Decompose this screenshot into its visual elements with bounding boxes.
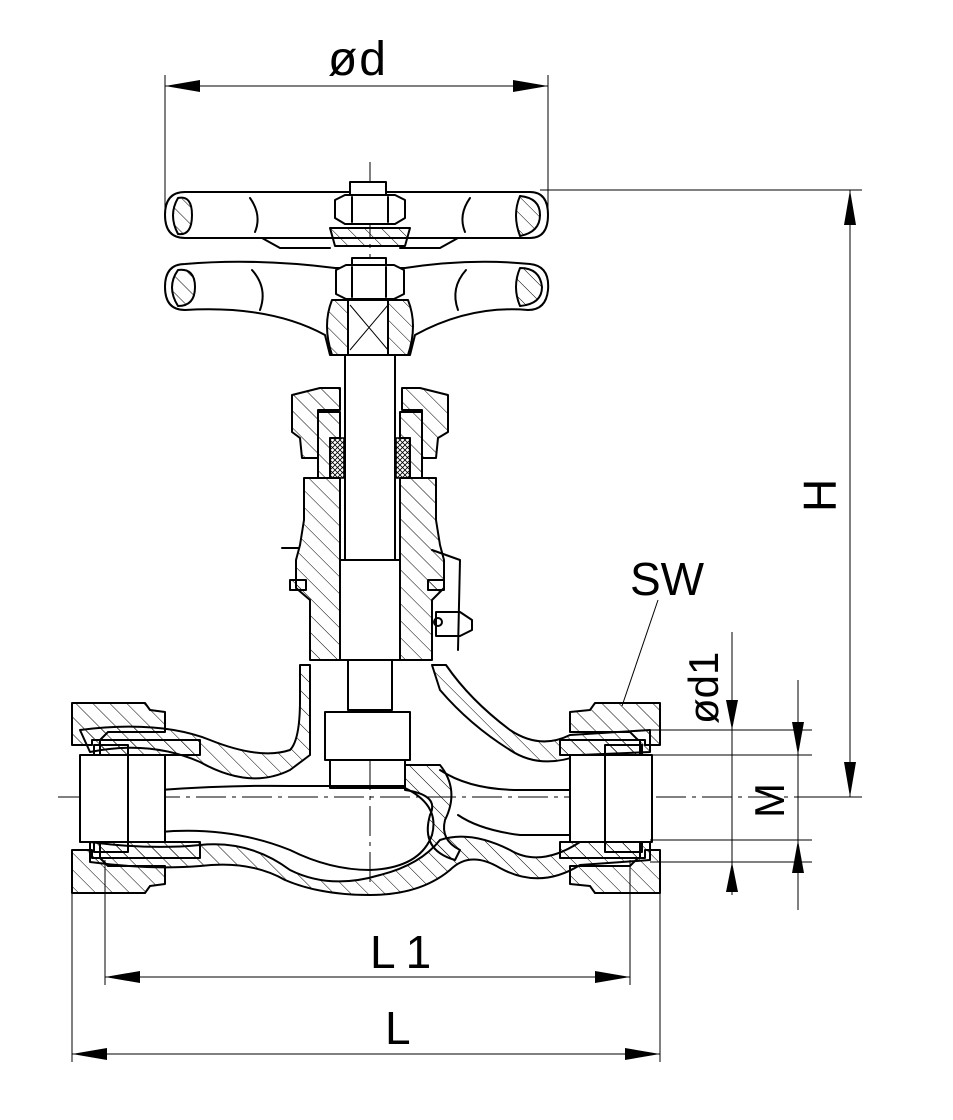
dimension-length-overall bbox=[71, 893, 661, 1062]
label-length-overall: L bbox=[385, 1002, 411, 1054]
label-handwheel-diameter: ød bbox=[328, 33, 386, 86]
dimension-height bbox=[540, 189, 862, 798]
label-height: H bbox=[794, 479, 846, 512]
handwheel bbox=[164, 257, 550, 356]
dimension-pipe-diameter bbox=[650, 632, 812, 895]
left-union-nut bbox=[71, 702, 201, 894]
bonnet bbox=[281, 387, 473, 661]
right-union-nut bbox=[559, 702, 661, 894]
label-wrench-size: SW bbox=[630, 553, 705, 605]
label-length-inner: L1 bbox=[370, 926, 441, 978]
label-pipe-diameter: ød1 bbox=[680, 652, 727, 724]
label-thread: M bbox=[746, 783, 793, 818]
handwheel-open-position bbox=[164, 181, 549, 249]
stem bbox=[324, 354, 411, 789]
leader-wrench-size bbox=[621, 599, 659, 707]
dimension-thread bbox=[650, 680, 812, 910]
dimension-length-inner bbox=[104, 860, 631, 985]
dimension-handwheel-diameter bbox=[164, 75, 549, 215]
